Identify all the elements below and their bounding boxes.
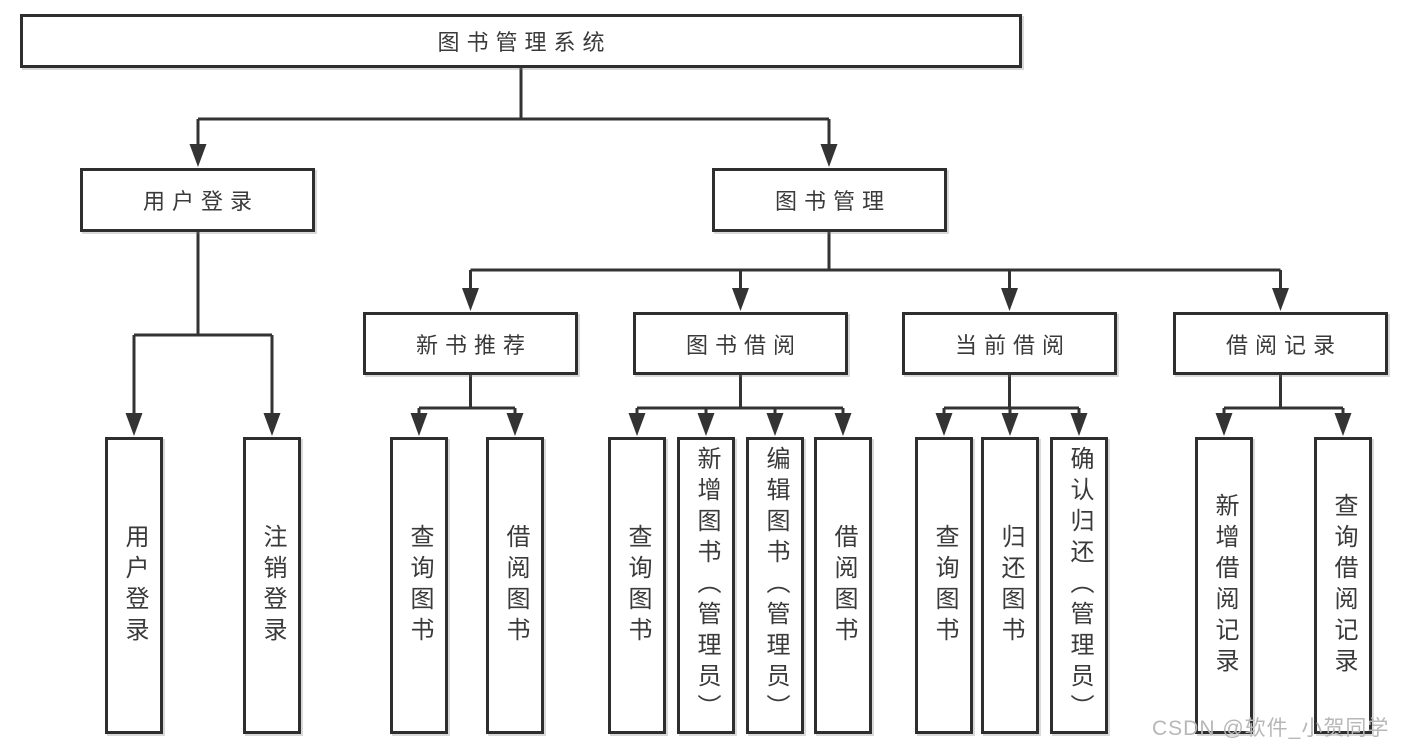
- node-book-borrow: 图书借阅: [633, 312, 848, 375]
- leaf-borrow-add-admin-label: 新增图书（管理员）: [693, 446, 720, 725]
- arrowhead: [263, 413, 281, 436]
- leaf-newbooks-borrow: 借阅图书: [486, 437, 544, 734]
- leaf-logout-label: 注销登录: [259, 523, 286, 648]
- arrowhead: [732, 288, 749, 311]
- leaf-records-add-label: 新增借阅记录: [1211, 492, 1238, 679]
- connector-lines: [132, 68, 1345, 429]
- node-user-login: 用户登录: [80, 168, 315, 232]
- leaf-borrow-edit-admin: 编辑图书（管理员）: [746, 437, 804, 734]
- arrowhead: [935, 413, 953, 436]
- arrowhead: [820, 144, 838, 167]
- connector-bookborrow-to-leaves: [635, 375, 845, 429]
- leaf-newbooks-borrow-label: 借阅图书: [502, 523, 529, 648]
- arrowhead: [410, 413, 428, 436]
- node-current-borrow: 当前借阅: [902, 312, 1117, 375]
- arrowhead: [1001, 413, 1019, 436]
- arrowhead: [125, 413, 143, 436]
- leaf-logout: 注销登录: [243, 437, 301, 734]
- connector-records-to-leaves: [1222, 375, 1345, 429]
- connector-bookmgmt-to-level3: [469, 232, 1282, 304]
- leaf-current-query-label: 查询图书: [931, 523, 958, 648]
- leaf-borrow-query: 查询图书: [608, 437, 666, 734]
- arrowhead: [628, 413, 646, 436]
- leaf-current-confirm-admin-label: 确认归还（管理员）: [1066, 446, 1093, 725]
- arrowhead: [462, 288, 479, 311]
- connector-newbooks-to-leaves: [417, 375, 517, 429]
- leaf-borrow-book: 借阅图书: [814, 437, 872, 734]
- node-user-login-label: 用户登录: [142, 189, 259, 214]
- node-borrow-records: 借阅记录: [1173, 312, 1388, 375]
- arrowhead: [834, 413, 852, 436]
- leaf-user-login-label: 用户登录: [121, 523, 148, 648]
- leaf-borrow-book-label: 借阅图书: [830, 523, 857, 648]
- arrowhead: [766, 413, 784, 436]
- connector-root-to-level2: [196, 68, 831, 160]
- arrowhead: [1334, 413, 1352, 436]
- csdn-watermark: CSDN @软件_小贺同学: [1152, 717, 1390, 740]
- leaf-records-query: 查询借阅记录: [1314, 437, 1372, 734]
- leaf-borrow-add-admin: 新增图书（管理员）: [677, 437, 735, 734]
- leaf-current-query: 查询图书: [915, 437, 973, 734]
- leaf-newbooks-query: 查询图书: [390, 437, 448, 734]
- arrowhead: [189, 144, 207, 167]
- arrowhead-group: [125, 144, 1352, 436]
- leaf-borrow-query-label: 查询图书: [624, 523, 651, 648]
- leaf-current-return-label: 归还图书: [997, 523, 1024, 648]
- node-current-borrow-label: 当前借阅: [954, 332, 1071, 358]
- arrowhead: [1070, 413, 1088, 436]
- node-book-borrow-label: 图书借阅: [685, 332, 802, 358]
- node-book-management: 图书管理: [712, 168, 947, 232]
- node-borrow-records-label: 借阅记录: [1225, 332, 1342, 358]
- arrowhead: [1272, 288, 1289, 311]
- node-new-books-label: 新书推荐: [415, 332, 532, 358]
- node-root: 图书管理系统: [20, 14, 1022, 68]
- arrowhead: [697, 413, 715, 436]
- leaf-newbooks-query-label: 查询图书: [406, 523, 433, 648]
- leaf-current-return: 归还图书: [981, 437, 1039, 734]
- node-book-management-label: 图书管理: [774, 189, 891, 214]
- leaf-user-login: 用户登录: [105, 437, 163, 734]
- node-root-label: 图书管理系统: [437, 30, 612, 55]
- leaf-current-confirm-admin: 确认归还（管理员）: [1050, 437, 1108, 734]
- connector-userlogin-to-leaves: [132, 232, 274, 429]
- arrowhead: [506, 413, 524, 436]
- arrowhead: [1001, 288, 1018, 311]
- leaf-records-add: 新增借阅记录: [1195, 437, 1253, 734]
- leaf-borrow-edit-admin-label: 编辑图书（管理员）: [762, 446, 789, 725]
- node-new-books: 新书推荐: [363, 312, 578, 375]
- leaf-records-query-label: 查询借阅记录: [1330, 492, 1357, 679]
- arrowhead: [1215, 413, 1233, 436]
